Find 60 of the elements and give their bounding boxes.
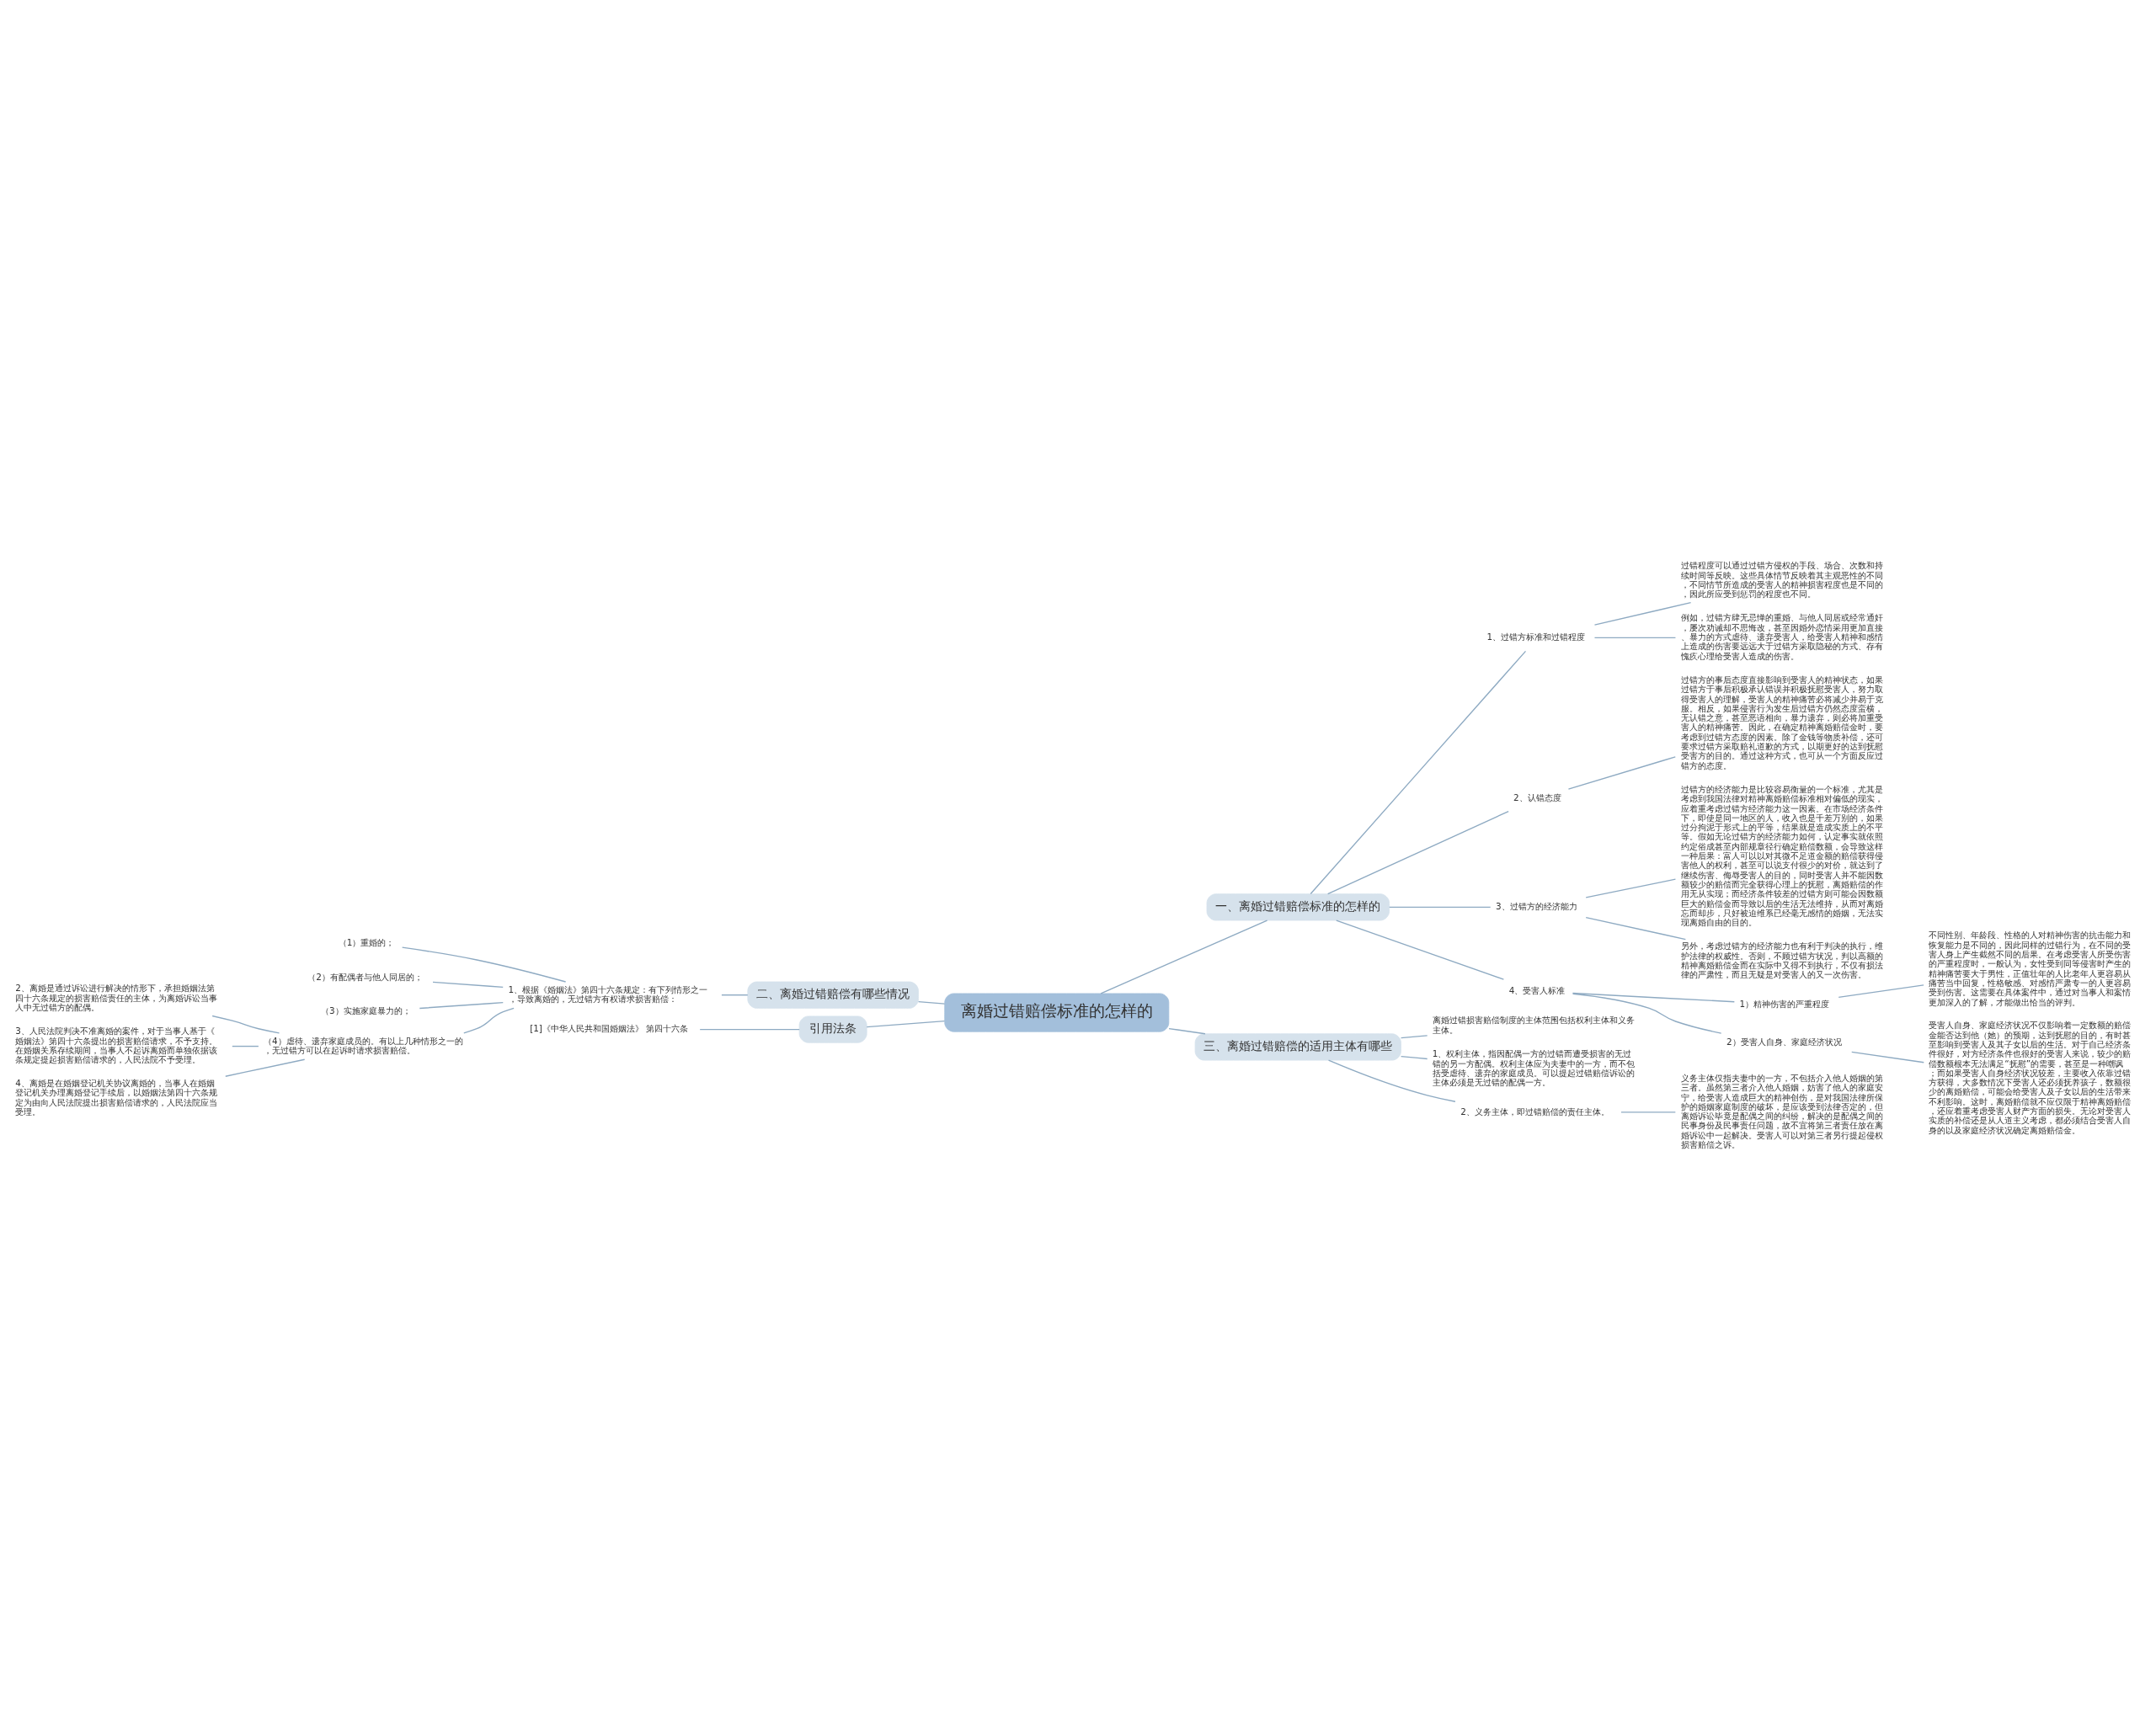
node-text: 4、受害人标准 [1508,984,1566,995]
connector [1400,1055,1428,1059]
node-box: 离婚过错赔偿标准的怎样的 [944,993,1170,1032]
connector [1336,919,1505,980]
node-text: 不同性别、年龄段、性格的人对精神伤害的抗击能力和恢复能力是不同的，因此同样的过错行为，在不同的受害人身上产生截然不同的后果。在考虑受害人所受伤害的严重程度时，一般认为，女性受到同等侵害时产生的精神痛苦要大于男性，正值壮年的人比老年人更容易从痛苦当中回复，性格敏感、对感情严肃专一的人更容易受到伤害。这需要在具体案件中，通过对当事人和案情更加深入的了解，才能做出恰当的评判。 [1929,929,2132,1007]
node-text: 1、根据《婚姻法》第四十六条规定：有下列情形之一，导致离婚的，无过错方有权请求损害赔偿： [508,983,708,1004]
connector [1585,878,1677,898]
node-box: 一、离婚过错赔偿标准的怎样的 [1206,893,1390,920]
connector [232,1045,259,1047]
node-text: 义务主体仅指夫妻中的一方，不包括介入他人婚姻的第三者。虽然第三者介入他人婚姻，妨害了他人的家庭安宁，给受害人造成巨大的精神创伤，是对我国法律所保护的婚姻家庭制度的破坏，是应该受到法律否定的，但离婚诉讼毕竟是配偶之间的纠纷，解决的是配偶之间的民事身份及民事责任问题，故不宜将第三者责任放在离婚诉讼中一起解决。受害人可以对第三者另行提起侵权损害赔偿之诉。 [1680,1072,1883,1149]
connector [1851,1051,1924,1063]
connector [1389,906,1492,908]
node-text: 1）精神伤害的严重程度 [1739,998,1830,1009]
node-text: （1）重婚的； [338,936,395,947]
node-box: 三、离婚过错赔偿的适用主体有哪些 [1194,1032,1401,1061]
connector [699,1028,800,1030]
node-text: 离婚过错损害赔偿制度的主体范围包括权利主体和义务主体。 [1432,1014,1635,1035]
connector [401,946,567,983]
node-text: （4）虐待、遗弃家庭成员的。有以上几种情形之一的，无过错方可以在起诉时请求损害赔偿。 [264,1035,463,1055]
node-text: 1、权利主体，指因配偶一方的过错而遭受损害的无过错的另一方配偶。权利主体应为夫妻中的一方，而不包括受虐待、遗弃的家庭成员。可以提起过错赔偿诉讼的主体必须是无过错的配偶一方。 [1432,1047,1635,1087]
connector [1400,1034,1428,1038]
node-text: 受害人自身、家庭经济状况不仅影响着一定数额的赔偿金能否达到他（她）的预期，达到抚慰的目的，有时甚至影响到受害人及其子女以后的生活。对于自己经济条件很好，对方经济条件也很好的受害人来说，较少的赔偿数额根本无法满足“抚慰”的需要，甚至是一种嘲讽；而如果受害人自身经济状况较差，主要收入依靠过错方获得，大多数情况下受害人还必须抚养孩子，数额很少的离婚赔偿，可能会给受害人及子女以后的生活带来不利影响。这时，离婚赔偿就不应仅限于精神离婚赔偿，还应着重考虑受害人财产方面的损失。无论对受害人实质的补偿还是从人道主义考虑，都必须结合受害人自身的以及家庭经济状况确定离婚赔偿金。 [1929,1019,2132,1135]
node-text: 例如，过错方肆无忌惮的重婚、与他人同居或经常通奸，屡次劝诫却不思悔改，甚至因婚外恋情采用更加直接、暴力的方式虐待、遗弃受害人，给受害人精神和感情上造成的伤害要远远大于过错方采取隐秘的方式、存有愧疚心理给受害人造成的伤害。 [1680,611,1883,661]
connector [419,1001,504,1009]
connector [1838,983,1924,998]
connector [1310,650,1527,894]
connector [1327,1058,1456,1102]
connector [1326,810,1509,894]
connector [1567,755,1676,790]
connector [1593,637,1677,638]
connector [1593,601,1692,626]
node-text: 过错程度可以通过过错方侵权的手段、场合、次数和持续时间等反映。这些具体情节反映着其主观恶性的不同，不同情节所造成的受害人的精神损害程度也是不同的，因此所应受到惩罚的程度也不同。 [1680,559,1883,599]
node-box: 引用法条 [798,1015,867,1043]
connector [432,981,504,988]
node-text: 2、义务主体，即过错赔偿的责任主体。 [1460,1106,1609,1117]
node-text: 2、认错态度 [1513,792,1561,802]
connector [1100,919,1268,994]
node-text: 4、离婚是在婚姻登记机关协议离婚的，当事人在婚姻登记机关办理离婚登记手续后，以婚姻法第四十六条规定为由向人民法院提出损害赔偿请求的，人民法院应当受理。 [15,1077,218,1117]
connector [866,1020,946,1027]
connector [1572,992,1736,1002]
node-text: （3）实施家庭暴力的； [320,1005,411,1015]
connector [1620,1111,1677,1113]
node-text: 过错方的事后态度直接影响到受害人的精神状态，如果过错方于事后积极承认错误并积极抚慰受害人，努力取得受害人的理解，受害人的精神痛苦必将减少并易于克服。相反，如果侵害行为发生后过错方仍然态度蛮横，无认错之意，甚至恶语相向，暴力遗弃，则必将加重受害人的精神痛苦。因此，在确定精神离婚赔偿金时，要考虑到过错方态度的因素。除了金钱等物质补偿，还可要求过错方采取赔礼道歉的方式，以期更好的达到抚慰受害方的目的。通过这种方式，也可从一个方面反应过错方的态度。 [1680,674,1883,770]
node-text: 3、过错方的经济能力 [1496,900,1577,911]
node-text: [1]《中华人民共和国婚姻法》 第四十六条 [530,1022,689,1033]
connector [225,1058,306,1077]
connector [917,1000,946,1005]
connector [463,1007,515,1034]
connector [1168,1027,1206,1034]
node-text: 另外，考虑过错方的经济能力也有利于判决的执行，维护法律的权威性。否则，不顾过错方状况，判以高额的精神离婚赔偿金而在实际中又得不到执行，不仅有损法律的严肃性，而且无疑是对受害人的又一次伤害。 [1680,940,1883,979]
connector [211,1015,280,1034]
node-text: 3、人民法院判决不准离婚的案件，对于当事人基于《婚姻法》第四十六条提出的损害赔偿请求，不予支持。在婚姻关系存续期间，当事人不起诉离婚而单独依据该条规定提起损害赔偿请求的，人民法院不予受理。 [15,1025,218,1064]
connector [1572,993,1722,1034]
node-text: （2）有配偶者与他人同居的； [307,971,423,982]
connector [1585,916,1687,940]
node-text: 1、过错方标准和过错程度 [1486,631,1586,642]
node-box: 二、离婚过错赔偿有哪些情况 [747,981,919,1009]
node-text: 2、离婚是通过诉讼进行解决的情形下，承担婚姻法第四十六条规定的损害赔偿责任的主体，为离婚诉讼当事人中无过错方的配偶。 [15,982,218,1012]
node-text: 2）受害人自身、家庭经济状况 [1726,1036,1842,1047]
connector [721,994,749,995]
